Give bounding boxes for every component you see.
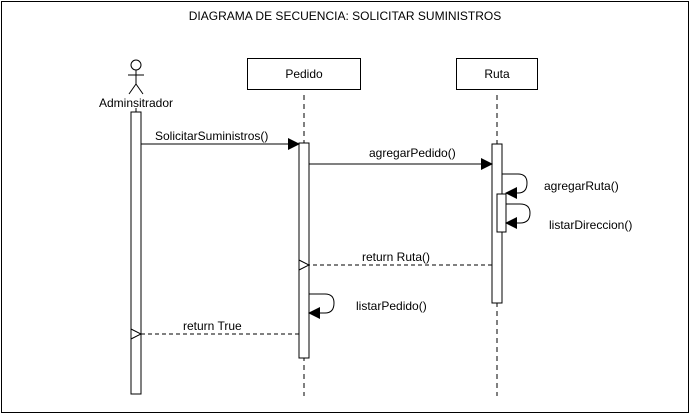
actor-name: Adminsitrador — [99, 96, 174, 110]
message-label-agregar-pedido: agregarPedido() — [369, 146, 456, 160]
ruta-nested-activation-bar — [496, 193, 507, 233]
message-label-return-true: return True — [183, 319, 242, 333]
message-label-solicitar-suministros: SolicitarSuministros() — [155, 129, 269, 143]
message-label-listar-pedido: listarPedido() — [356, 299, 427, 313]
actor-activation-bar — [130, 111, 142, 395]
message-label-agregar-ruta: agregarRuta() — [544, 179, 619, 193]
participant-ruta: Ruta — [456, 58, 538, 90]
message-arrow-listar-pedido — [308, 293, 335, 319]
participant-ruta-label: Ruta — [484, 67, 510, 81]
message-label-return-ruta: return Ruta() — [362, 250, 431, 264]
participant-pedido-label: Pedido — [285, 67, 323, 81]
pedido-activation-bar — [298, 142, 310, 359]
participant-pedido: Pedido — [247, 58, 361, 90]
message-arrow-agregar-ruta — [502, 173, 528, 199]
message-arrow-listar-direccion — [505, 203, 531, 229]
message-label-listar-direccion: listarDireccion() — [549, 218, 633, 232]
diagram-title: DIAGRAMA DE SECUENCIA: SOLICITAR SUMINIS… — [188, 9, 502, 23]
actor-icon — [128, 59, 144, 95]
